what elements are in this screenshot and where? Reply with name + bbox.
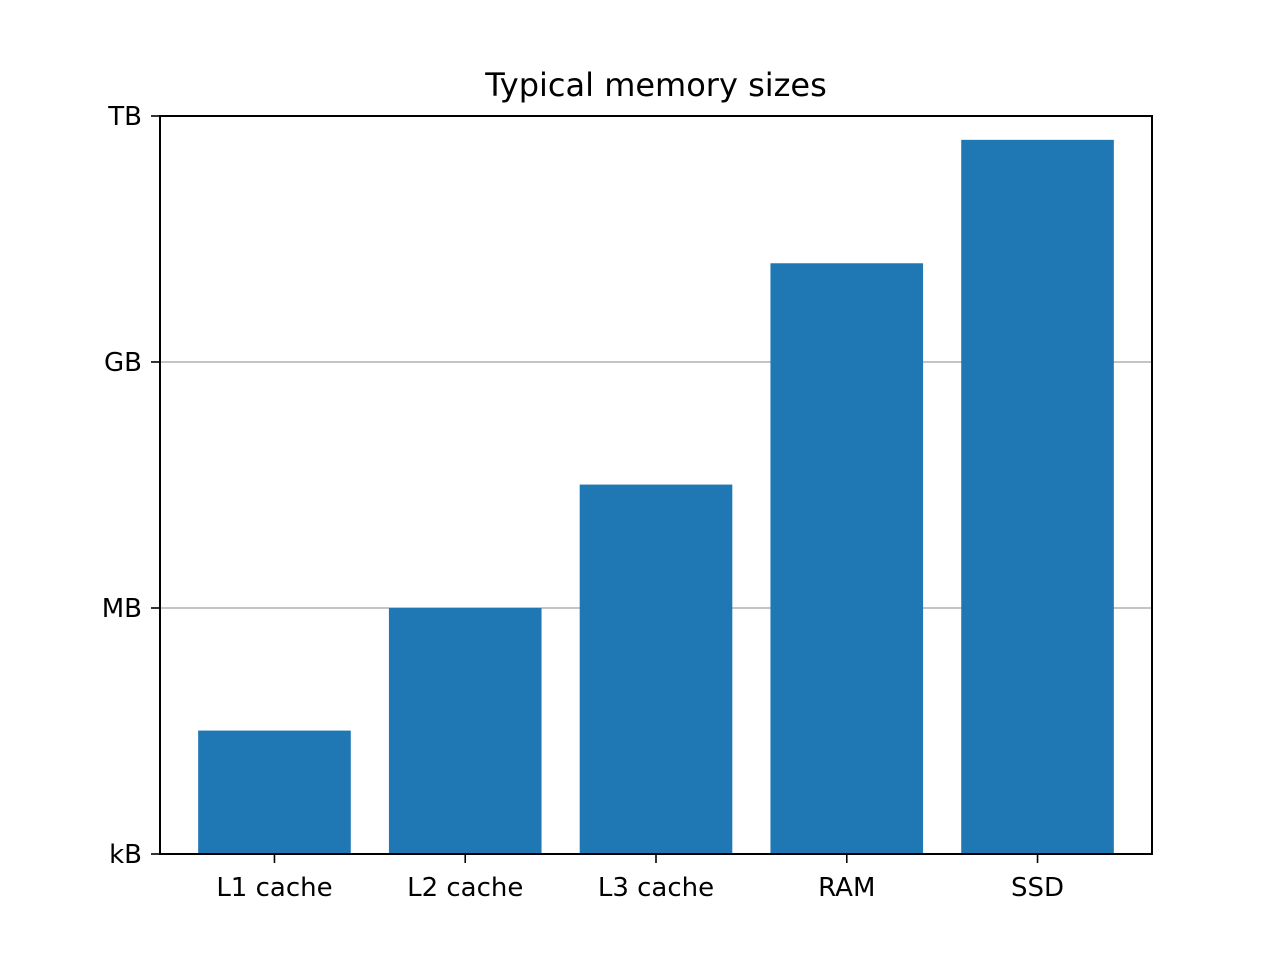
y-tick-label: GB	[104, 348, 142, 378]
bar-ram	[770, 263, 924, 854]
y-tick-label: MB	[102, 594, 142, 624]
bar-l1-cache	[198, 730, 351, 854]
chart-title: Typical memory sizes	[485, 66, 827, 104]
x-tick-label: SSD	[1011, 873, 1064, 903]
x-tick-label: L3 cache	[598, 873, 714, 903]
y-tick-label: kB	[109, 840, 142, 870]
bar-ssd	[961, 139, 1114, 855]
bar-l3-cache	[579, 484, 733, 854]
x-tick-label: L2 cache	[407, 873, 523, 903]
x-tick-label: RAM	[818, 873, 875, 903]
bar-l2-cache	[388, 608, 542, 854]
x-tick-label: L1 cache	[216, 873, 332, 903]
y-tick-label: TB	[107, 102, 142, 132]
